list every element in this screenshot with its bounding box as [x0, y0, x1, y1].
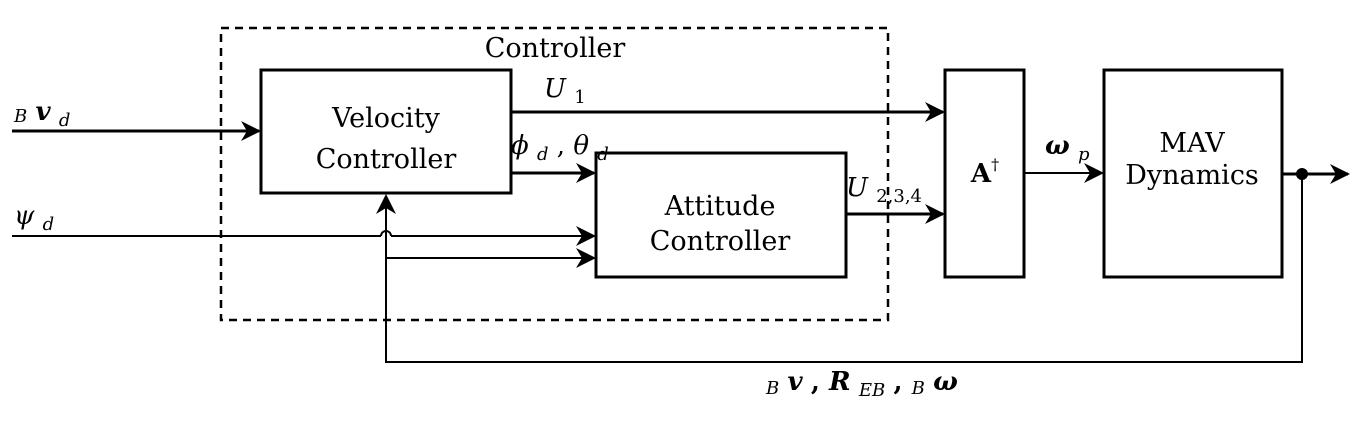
- controller-boundary: [219, 26, 890, 322]
- velocity-ref-label: B v d: [13, 97, 70, 131]
- velocity-controller-block: [259, 68, 513, 195]
- attitude-ref-label: ϕ d , θ d: [511, 131, 609, 167]
- allocation-matrix-label: A†: [970, 155, 999, 189]
- mav-dynamics-block: [1102, 68, 1284, 279]
- velocity-controller-line2: Controller: [316, 144, 457, 175]
- mav-dynamics-line1: MAV: [1159, 128, 1225, 159]
- velocity-controller-line1: Velocity: [331, 103, 440, 134]
- attitude-controller-line2: Controller: [650, 226, 791, 257]
- thrust-label: U 1: [544, 74, 586, 108]
- feedback-label: B v , R EB , B ω: [765, 367, 958, 403]
- feedback-line: [385, 174, 1303, 363]
- allocation-block: [943, 68, 1026, 279]
- attitude-controller-line1: Attitude: [664, 191, 776, 222]
- torques-label: U 2,3,4: [846, 173, 922, 207]
- rotor-speeds-label: ω p: [1045, 131, 1090, 165]
- attitude-controller-block: [594, 151, 848, 279]
- controller-label: Controller: [485, 33, 626, 64]
- yaw-ref-label: ψ d: [14, 201, 54, 235]
- mav-dynamics-line2: Dynamics: [1125, 160, 1259, 191]
